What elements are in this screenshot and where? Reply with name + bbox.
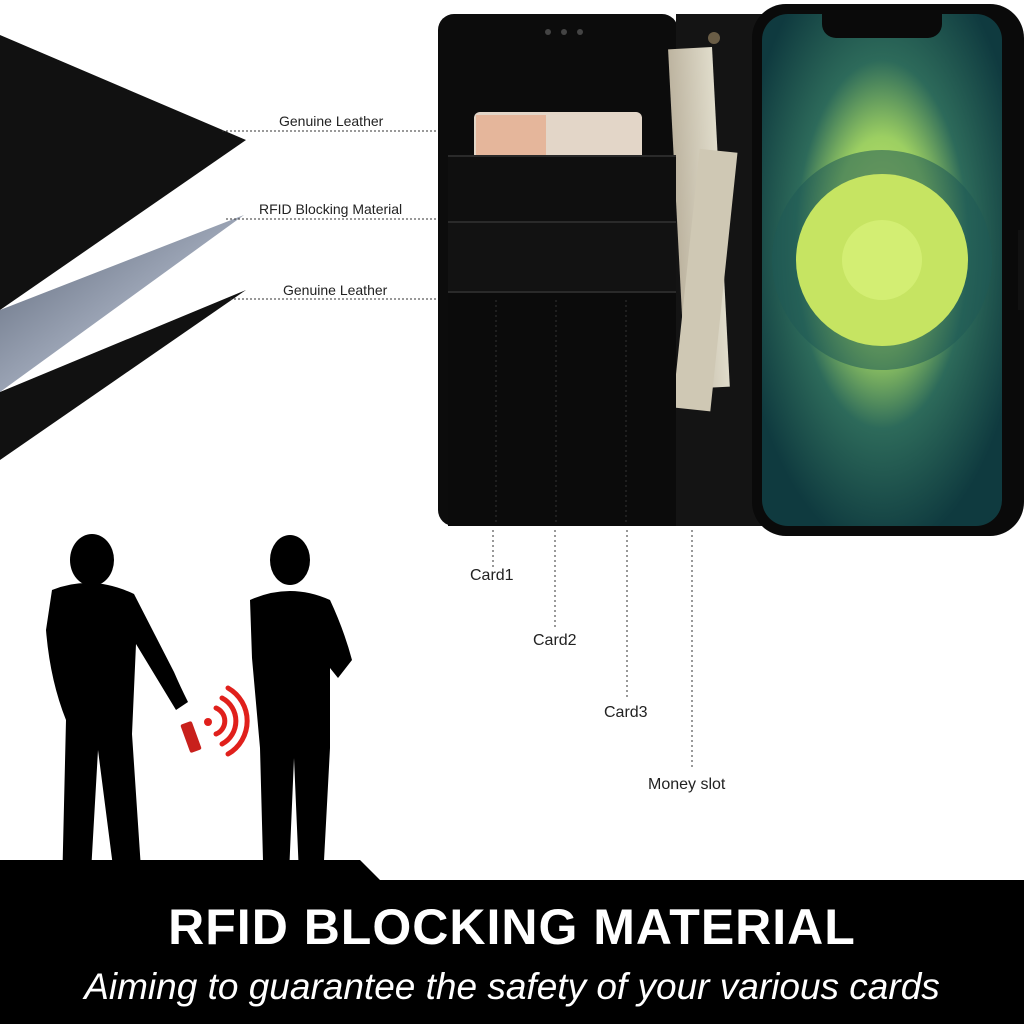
slot-label-card2: Card2 <box>533 632 577 649</box>
material-layers-illustration <box>0 35 246 460</box>
rfid-signal-icon <box>204 685 250 757</box>
layer-label-middle: RFID Blocking Material <box>259 201 403 217</box>
footer-banner <box>0 880 1024 1024</box>
thief-silhouette <box>46 534 188 890</box>
rfid-layer <box>0 215 244 392</box>
businessman-silhouette <box>250 535 352 890</box>
slot-callout-lines <box>492 530 693 770</box>
layer-label-bottom: Genuine Leather <box>283 282 388 298</box>
layer-callout-lines <box>222 130 438 300</box>
slot-label-money: Money slot <box>648 776 726 793</box>
thief-phone <box>180 721 202 753</box>
layer-label-top: Genuine Leather <box>279 113 384 129</box>
slot-label-card1: Card1 <box>470 567 514 584</box>
rfid-theft-illustration <box>0 534 380 890</box>
wallet-case-illustration <box>438 4 1024 536</box>
leather-layer-bottom <box>0 290 246 460</box>
slot-label-card3: Card3 <box>604 704 648 721</box>
banner-subtitle: Aiming to guarantee the safety of your v… <box>84 966 940 1007</box>
banner-title: RFID BLOCKING MATERIAL <box>168 899 856 955</box>
leather-layer-top <box>0 35 246 310</box>
money-bills <box>668 47 738 412</box>
